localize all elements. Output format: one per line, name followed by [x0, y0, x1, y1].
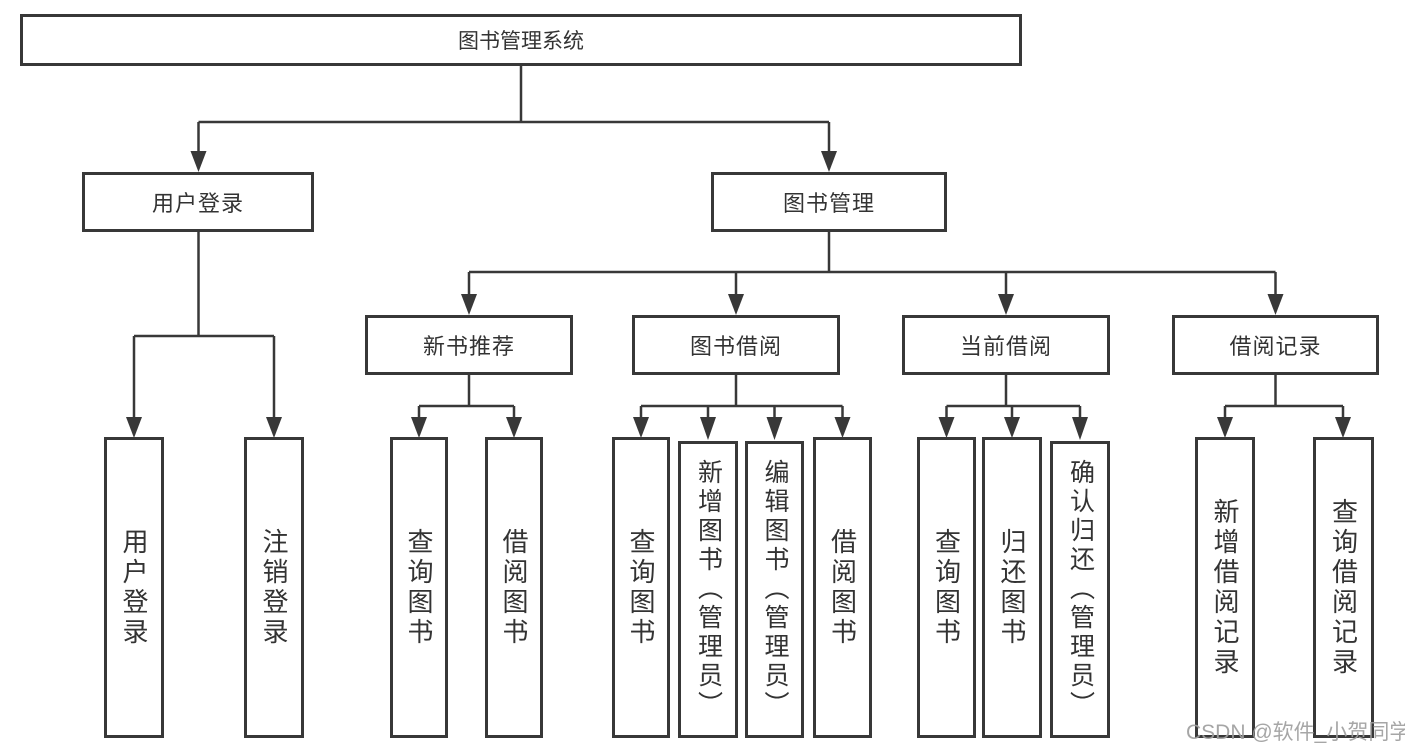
arrowhead-icon	[821, 151, 837, 172]
node-borrow-books-borrowing: 借阅图书	[813, 437, 872, 738]
node-query-books-recommend: 查询图书	[390, 437, 448, 738]
node-add-books-admin: 新增图书（管理员）	[678, 441, 738, 738]
connector-root-to-level2	[197, 66, 831, 155]
arrowhead-icon	[700, 417, 716, 440]
arrowhead-icon	[461, 294, 477, 315]
node-user-login: 用户登录	[82, 172, 314, 232]
leaf-label: 确认归还（管理员）	[1066, 459, 1095, 720]
connector-book-management-branch	[467, 232, 1277, 298]
node-book-management: 图书管理	[711, 172, 947, 232]
connector-current-borrowing-branch	[945, 375, 1082, 420]
leaf-label: 查询图书	[931, 527, 962, 648]
node-query-books-current: 查询图书	[917, 437, 976, 738]
arrowhead-icon	[126, 417, 142, 438]
arrowhead-icon	[633, 417, 649, 438]
node-borrowing-records: 借阅记录	[1172, 315, 1379, 375]
leaf-label: 注销登录	[259, 527, 289, 648]
node-current-borrowing: 当前借阅	[902, 315, 1110, 375]
connector-new-book-branch	[417, 375, 516, 420]
arrowhead-icon	[766, 417, 783, 440]
leaf-label: 归还图书	[997, 527, 1027, 648]
arrowhead-icon	[1217, 417, 1233, 438]
leaf-label: 新增图书（管理员）	[694, 459, 723, 720]
arrowhead-icon	[411, 417, 427, 438]
arrowhead-icon	[266, 417, 282, 438]
leaf-label: 查询借阅记录	[1328, 497, 1359, 678]
leaf-label: 借阅图书	[827, 527, 858, 648]
node-query-borrow-record: 查询借阅记录	[1313, 437, 1374, 738]
node-new-book-recommendation: 新书推荐	[365, 315, 573, 375]
node-return-books: 归还图书	[982, 437, 1042, 738]
leaf-label: 借阅图书	[499, 527, 529, 648]
connector-borrowing-records-branch	[1223, 375, 1345, 420]
arrowhead-icon	[506, 417, 522, 438]
arrowhead-icon	[834, 417, 851, 438]
arrowhead-icon	[1335, 417, 1351, 438]
leaf-label: 新增借阅记录	[1210, 497, 1240, 678]
node-edit-books-admin: 编辑图书（管理员）	[745, 441, 804, 738]
node-borrow-books-recommend: 借阅图书	[485, 437, 543, 738]
csdn-watermark: CSDN @软件_小贺同学	[1186, 721, 1405, 744]
leaf-label: 查询图书	[404, 527, 434, 648]
leaf-label: 编辑图书（管理员）	[761, 459, 789, 720]
arrowheads	[126, 151, 1351, 440]
node-library-management-system: 图书管理系统	[20, 14, 1022, 66]
arrowhead-icon	[1072, 417, 1088, 440]
arrowhead-icon	[938, 417, 955, 438]
node-query-books-borrowing: 查询图书	[612, 437, 670, 738]
node-user-login-leaf: 用户登录	[104, 437, 164, 738]
arrowhead-icon	[1267, 294, 1284, 315]
arrowhead-icon	[998, 294, 1014, 315]
node-add-borrow-record: 新增借阅记录	[1195, 437, 1255, 738]
node-logout: 注销登录	[244, 437, 304, 738]
arrowhead-icon	[190, 151, 207, 172]
node-book-borrowing: 图书借阅	[632, 315, 840, 375]
leaf-label: 查询图书	[626, 527, 656, 648]
leaf-label: 用户登录	[119, 527, 149, 648]
connector-book-borrowing-branch	[639, 375, 844, 420]
node-confirm-return-admin: 确认归还（管理员）	[1050, 441, 1110, 738]
connector-user-login-branch	[132, 232, 276, 420]
arrowhead-icon	[728, 294, 744, 315]
arrowhead-icon	[1004, 417, 1020, 438]
